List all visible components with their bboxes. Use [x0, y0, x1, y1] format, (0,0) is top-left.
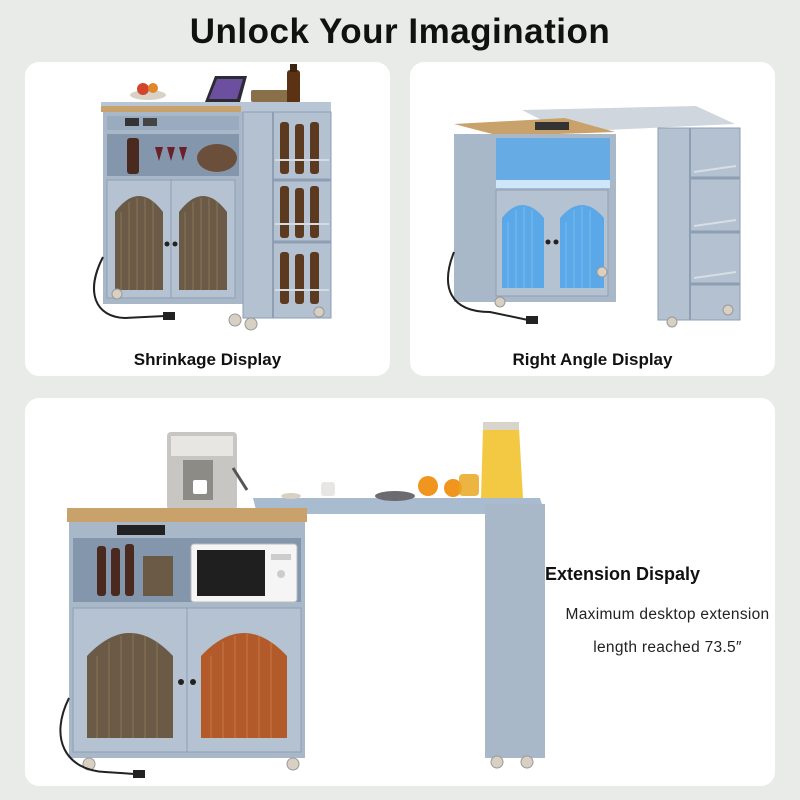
juice-glass-icon	[459, 474, 479, 496]
power-outlet-icon	[125, 118, 139, 126]
extended-tabletop	[253, 498, 545, 514]
right-angle-caption: Right Angle Display	[512, 350, 673, 369]
power-cord	[59, 697, 136, 775]
power-cord	[447, 251, 529, 321]
glass-door-left	[115, 196, 163, 290]
glass-door-right	[201, 633, 287, 738]
glass-door-left	[87, 633, 173, 738]
power-outlet-icon	[117, 525, 165, 535]
orange-icon	[418, 476, 438, 496]
liquor-bottle-icon	[287, 70, 300, 104]
wine-bottle-icon	[127, 138, 139, 174]
shrinkage-caption: Shrinkage Display	[133, 350, 282, 369]
extension-title: Extension Dispaly	[545, 564, 701, 584]
plate-icon	[375, 491, 415, 501]
cup-icon	[321, 482, 335, 496]
glass-door-right	[179, 196, 227, 290]
power-cord	[93, 256, 166, 320]
shrinkage-cabinet-illustration	[93, 64, 332, 331]
right-angle-cabinet-illustration	[447, 106, 741, 328]
extension-display-card: Extension Dispaly Maximum desktop extens…	[25, 398, 775, 786]
utensil-holder-icon	[143, 556, 173, 596]
page-title: Unlock Your Imagination	[189, 12, 611, 51]
extension-description-line1: Maximum desktop extension	[565, 606, 770, 623]
jar-set-icon	[251, 90, 291, 102]
glass-door-left	[502, 205, 544, 288]
basket-icon	[197, 144, 237, 172]
power-outlet-icon	[535, 122, 569, 130]
shrinkage-display-card: Shrinkage Display	[25, 62, 390, 376]
extension-description-line2: length reached 73.5″	[593, 639, 742, 656]
right-angle-display-card: Right Angle Display	[410, 62, 775, 376]
wine-glass-icon	[155, 147, 187, 161]
side-tower	[657, 127, 741, 321]
led-shelf	[496, 138, 610, 188]
extension-cabinet-illustration	[59, 422, 545, 778]
table-support-leg	[485, 504, 545, 758]
juice-pitcher-icon	[481, 428, 523, 498]
